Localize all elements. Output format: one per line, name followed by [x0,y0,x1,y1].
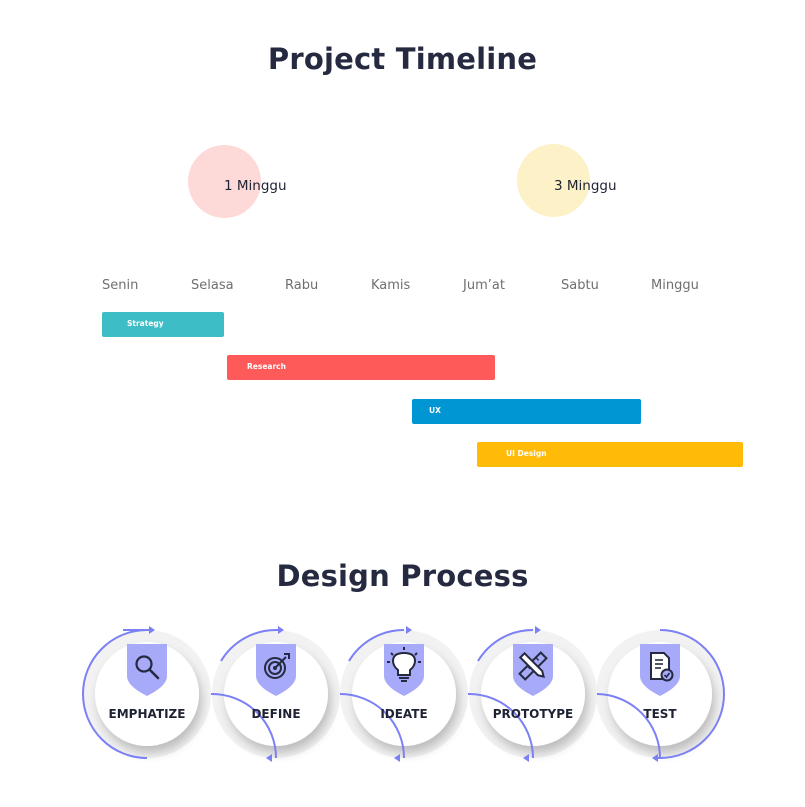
milestone-label-2: 3 Minggu [554,178,617,194]
step-disc [352,642,456,746]
arrow-right-icon [278,626,284,634]
task-bar-ui-design: UI Design [477,442,743,467]
process-step-ideate [340,626,468,758]
process-title: Design Process [276,559,529,593]
flow-arc-bottom [596,693,661,759]
step-ring [469,630,597,758]
day-label-senin: Senin [102,278,139,293]
timeline-title: Project Timeline [267,42,538,76]
arrow-left-icon [652,754,658,762]
flow-arc-bottom [467,692,534,759]
task-bar-research: Research [227,355,495,380]
step-label-test: TEST [643,707,677,721]
step-ring [212,630,340,758]
task-bar-ux: UX [412,399,641,424]
step-label-prototype: PROTOTYPE [492,707,574,721]
process-step-emphatize [82,626,211,759]
step-label-define: DEFINE [251,707,301,721]
step-disc [224,642,328,746]
task-label-strategy: Strategy [127,319,164,328]
step-label-emphatize: EMPHATIZE [108,707,186,721]
step-disc [95,642,199,746]
checklist-document-icon [640,644,680,696]
step-disc [481,642,585,746]
milestone-marker-2 [517,144,590,217]
arrow-left-icon [394,754,400,762]
task-label-research: Research [247,362,286,371]
flow-arc-top-left [220,628,277,662]
step-ring [83,630,211,758]
target-icon [256,644,296,696]
process-step-prototype [469,626,597,758]
magnifier-icon [127,644,167,696]
flow-arc-bottom [210,692,277,759]
process-step-test [596,629,725,762]
flow-arc-right [659,629,725,759]
day-label-selasa: Selasa [191,278,234,293]
task-label-ui-design: UI Design [506,449,547,458]
day-label-rabu: Rabu [285,278,319,293]
task-label-ux: UX [429,406,441,415]
milestone-label-1: 1 Minggu [224,178,287,194]
day-label-kamis: Kamis [371,278,411,293]
task-bar-strategy: Strategy [102,312,224,337]
ruler-pencil-icon [513,644,553,696]
lightbulb-icon [384,644,424,696]
flow-arc-top-left [348,628,405,662]
step-ring [596,630,724,758]
step-ring [340,630,468,758]
flow-arc-left [82,629,148,759]
step-disc [608,642,712,746]
step-label-ideate: IDEATE [380,707,428,721]
milestone-marker-1 [188,145,261,218]
arrow-left-icon [266,754,272,762]
day-label-sabtu: Sabtu [561,278,599,293]
process-step-define [212,626,340,758]
arrow-right-icon [535,626,541,634]
arrow-right-icon [406,626,412,634]
arrow-left-icon [523,754,529,762]
day-label-jumat: Jum’at [463,278,505,293]
flow-arc-top-left [477,628,534,662]
day-label-minggu: Minggu [651,278,699,293]
flow-arc-bottom [339,693,405,759]
arrow-right-icon [149,626,155,634]
